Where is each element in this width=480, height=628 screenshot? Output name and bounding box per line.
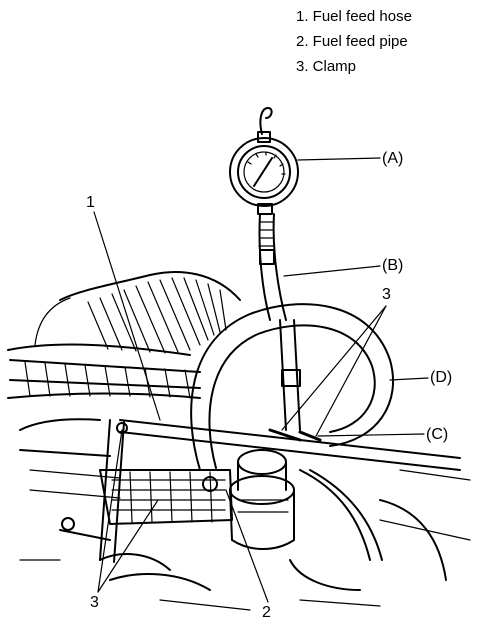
gauge-hose-illustration (258, 213, 287, 321)
air-cleaner-illustration (7, 270, 241, 399)
callout-3-top: 3 (382, 286, 391, 303)
fuel-hose-loop-illustration (190, 303, 395, 471)
callout-b: (B) (382, 257, 404, 274)
callout-d: (D) (430, 369, 453, 386)
callout-3-bottom: 3 (90, 594, 99, 611)
callout-a: (A) (382, 150, 404, 167)
tee-joint-illustration (119, 319, 461, 471)
callout-1: 1 (86, 194, 95, 211)
legend: 1. Fuel feed hose 2. Fuel feed pipe 3. C… (296, 4, 412, 79)
callout-2: 2 (262, 604, 271, 621)
legend-item-clamp: 3. Clamp (296, 58, 357, 75)
callout-c: (C) (426, 426, 449, 443)
leader-lines (93, 157, 429, 603)
legend-item-fuel-feed-hose: 1. Fuel feed hose (296, 8, 412, 25)
legend-item-fuel-feed-pipe: 2. Fuel feed pipe (296, 33, 408, 50)
pressure-gauge-icon (229, 107, 299, 215)
engine-bay-illustration (19, 418, 471, 611)
